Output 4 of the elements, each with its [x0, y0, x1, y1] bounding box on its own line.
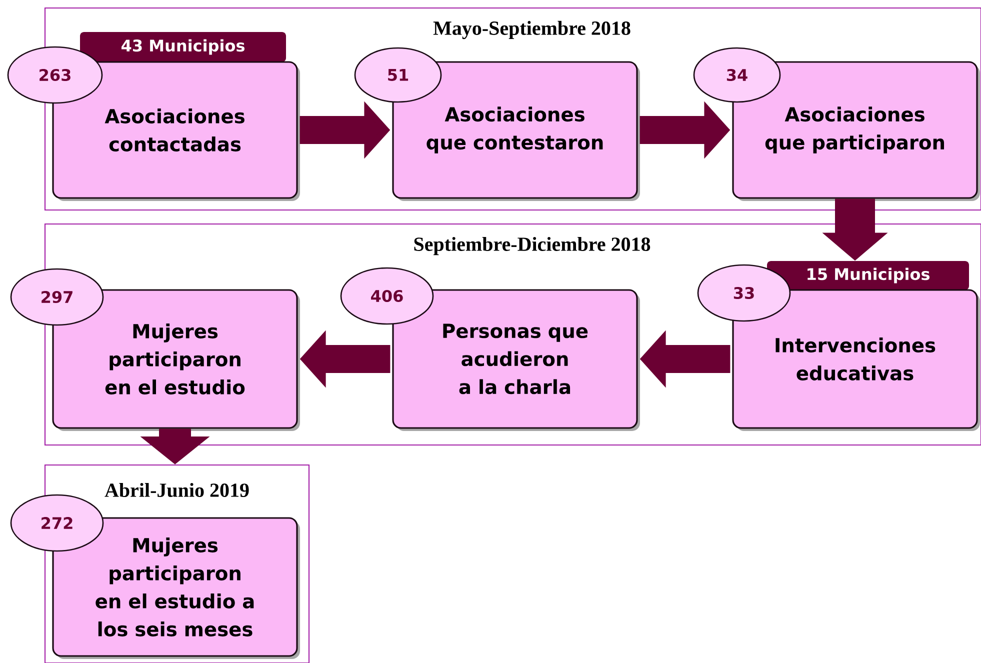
period-heading: Mayo-Septiembre 2018: [433, 20, 630, 40]
header-tab: 43 Municipios: [80, 32, 286, 62]
period-heading: Septiembre-Diciembre 2018: [414, 236, 650, 256]
period-heading: Abril-Junio 2019: [104, 482, 249, 498]
